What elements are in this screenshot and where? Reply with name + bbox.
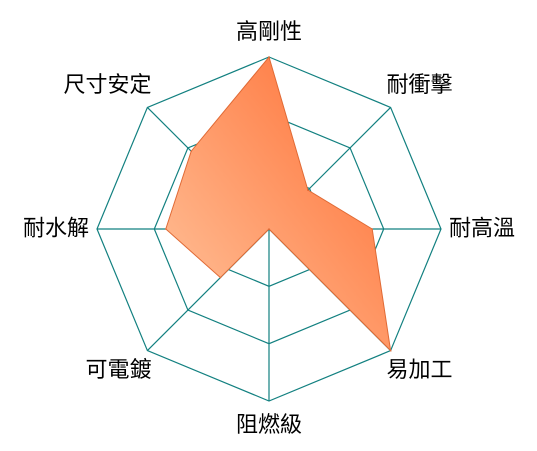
axis-label-6: 耐水解	[23, 217, 89, 242]
axis-label-3: 易加工	[387, 358, 453, 383]
axis-label-4: 阻燃級	[236, 413, 302, 438]
data-point	[307, 189, 309, 191]
data-point	[268, 56, 270, 58]
data-point	[165, 228, 167, 230]
data-point	[371, 228, 374, 230]
axis-label-2: 耐高溫	[449, 217, 515, 242]
data-point	[389, 349, 392, 352]
axis-label-1: 耐衝擊	[387, 73, 453, 98]
axis-label-7: 尺寸安定	[63, 73, 151, 98]
radar-series-layer	[165, 55, 392, 353]
data-point	[219, 276, 222, 279]
axis-label-0: 高剛性	[236, 20, 302, 45]
axis-label-5: 可電鍍	[85, 358, 151, 383]
series-area-0	[165, 55, 392, 353]
data-point	[190, 150, 192, 152]
data-point	[268, 228, 270, 230]
